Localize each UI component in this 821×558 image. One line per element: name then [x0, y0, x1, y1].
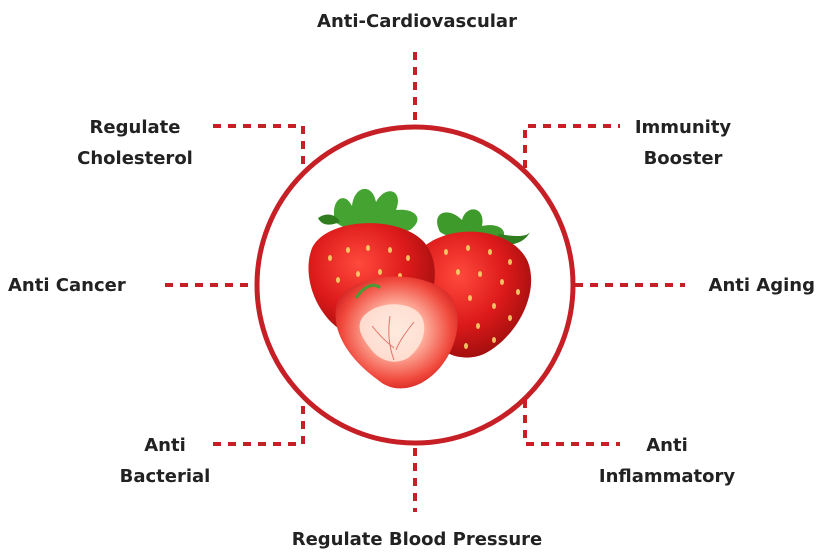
benefit-top-right-line1: Immunity: [618, 112, 748, 143]
benefit-top-label: Anti-Cardiovascular: [292, 6, 542, 37]
benefit-anti-cardiovascular: Anti-Cardiovascular: [292, 6, 542, 37]
benefit-bottom-right-line2: Inflammatory: [582, 461, 752, 492]
benefit-bottom-left-line2: Bacterial: [100, 461, 230, 492]
benefit-anti-cancer: Anti Cancer: [8, 270, 158, 301]
benefit-anti-aging: Anti Aging: [685, 270, 815, 301]
benefit-bottom-right-line1: Anti: [582, 430, 752, 461]
benefit-anti-inflammatory: Anti Inflammatory: [582, 430, 752, 492]
benefit-anti-bacterial: Anti Bacterial: [100, 430, 230, 492]
benefit-bottom-left-line1: Anti: [100, 430, 230, 461]
connector-top-left: [213, 126, 303, 168]
benefit-regulate-blood-pressure: Regulate Blood Pressure: [252, 524, 582, 555]
benefit-top-right-line2: Booster: [618, 143, 748, 174]
benefit-left-label: Anti Cancer: [8, 270, 158, 301]
benefit-bottom-label: Regulate Blood Pressure: [252, 524, 582, 555]
benefit-regulate-cholesterol: Regulate Cholesterol: [60, 112, 210, 174]
strawberry-image: [308, 189, 531, 389]
benefit-top-left-line2: Cholesterol: [60, 143, 210, 174]
benefit-top-left-line1: Regulate: [60, 112, 210, 143]
benefit-right-label: Anti Aging: [685, 270, 815, 301]
benefit-immunity-booster: Immunity Booster: [618, 112, 748, 174]
connector-top-right: [525, 126, 620, 168]
